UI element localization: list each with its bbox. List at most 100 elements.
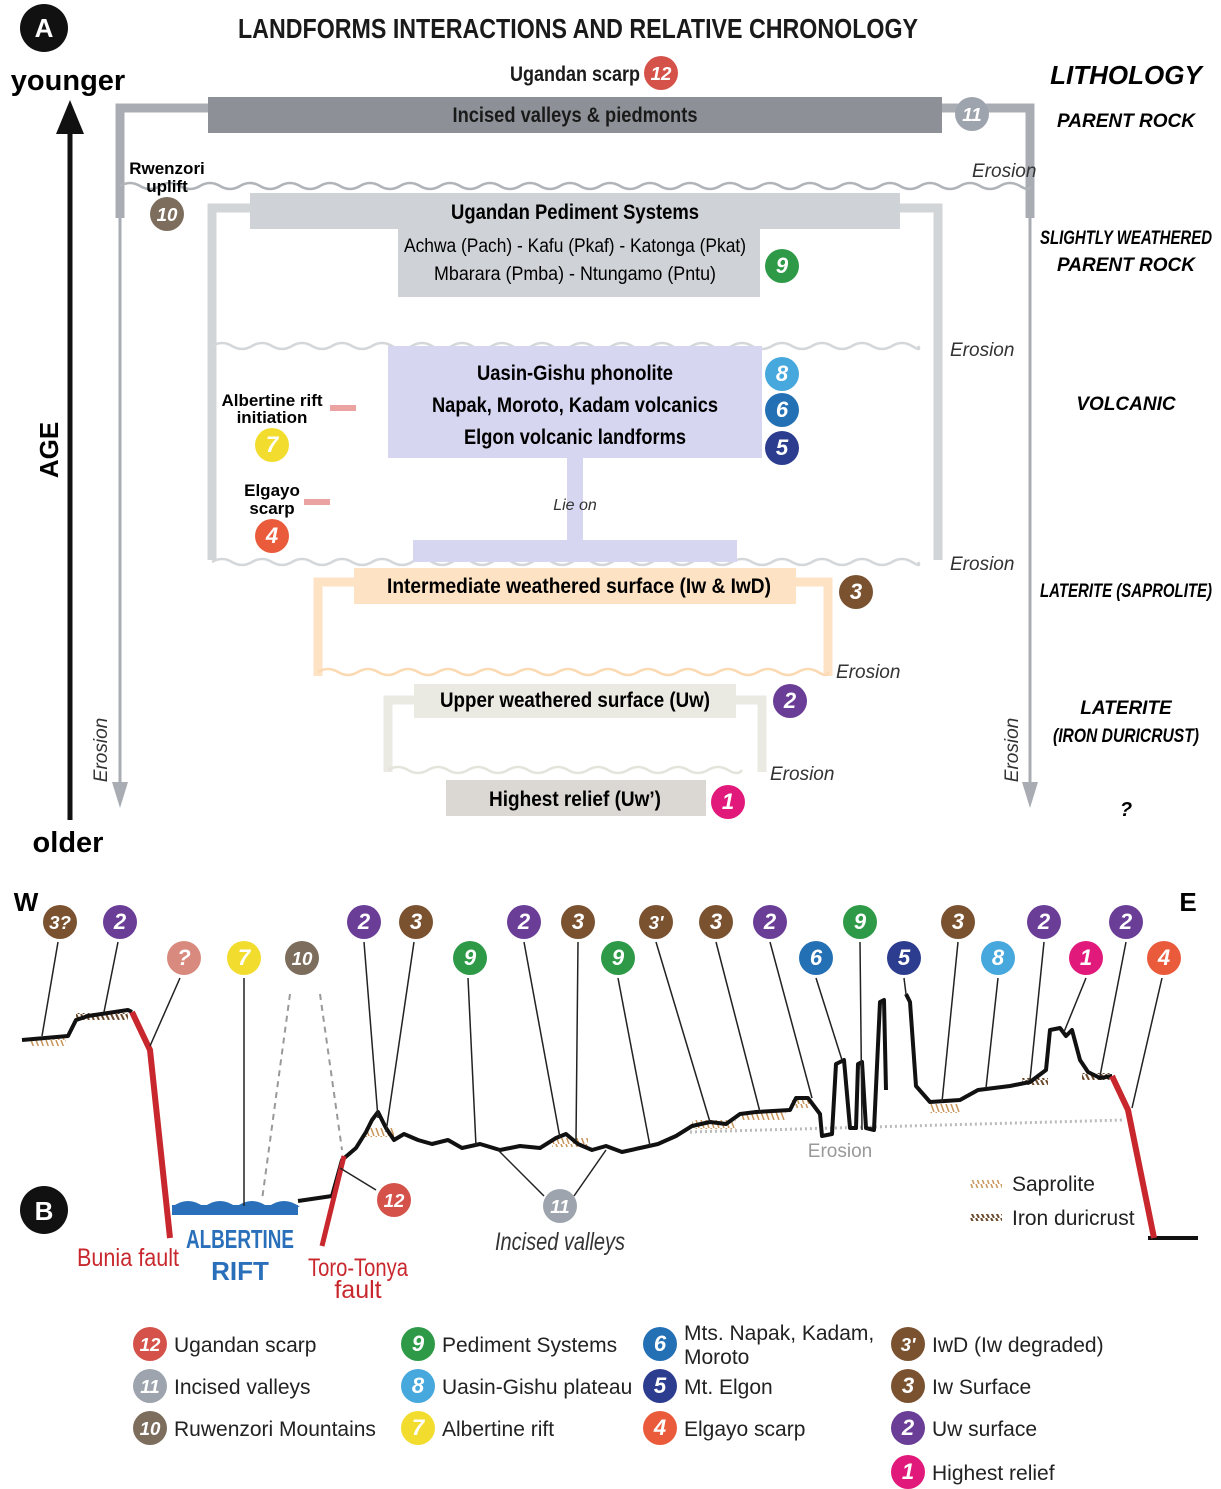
badge-number: 6 (810, 945, 823, 970)
badge-number: 12 (651, 63, 672, 84)
toro-fault-line (319, 1155, 347, 1247)
erosion-label-upper: Erosion (770, 764, 834, 785)
badge-number: 11 (550, 1196, 569, 1217)
badge-number: 2 (783, 688, 797, 713)
badge-circle (133, 1369, 167, 1403)
badge-5: 5 (887, 941, 921, 975)
legend-label: Ugandan scarp (174, 1334, 316, 1357)
badge-circle (401, 1411, 435, 1445)
erosion-baseline (689, 1118, 1125, 1134)
badge-2: 2 (507, 905, 541, 939)
upper-box (414, 684, 736, 718)
intermediate-frame (313, 577, 833, 677)
badge-number: 10 (157, 204, 178, 225)
volcanic-line-3: Elgon volcanic landforms (464, 426, 686, 449)
saprolite-patch (552, 1138, 588, 1147)
toro-fault-label-2: fault (334, 1276, 381, 1304)
badge-number: 9 (854, 909, 867, 934)
badge-5: 5 (643, 1369, 677, 1403)
legend-label: Highest relief (932, 1462, 1055, 1485)
badge-circle (955, 97, 989, 131)
badge-circle (167, 941, 201, 975)
badge-number: 9 (776, 253, 789, 278)
badge-circle (941, 905, 975, 939)
badge-number: 3' (901, 1334, 916, 1355)
legend-label: Pediment Systems (442, 1334, 617, 1357)
badge-circle (601, 941, 635, 975)
legend-label: Albertine rift (442, 1418, 554, 1441)
badge-2: 2 (103, 905, 137, 939)
duricrust-patch (76, 1013, 128, 1020)
badge-9: 9 (601, 941, 635, 975)
badge-number: 12 (384, 1190, 405, 1211)
legend-label: IwD (Iw degraded) (932, 1334, 1104, 1357)
saprolite-patch (930, 1104, 960, 1113)
badge-number: 2 (1119, 909, 1133, 934)
duricrust-swatch (970, 1214, 1002, 1221)
age-older-label: older (33, 827, 104, 859)
badge-4: 4 (643, 1411, 677, 1445)
lithology-header: LITHOLOGY (1050, 60, 1204, 90)
badge-1: 1 (891, 1455, 925, 1489)
saprolite-legend-label: Saprolite (1012, 1173, 1095, 1196)
age-axis-label: AGE (34, 422, 64, 478)
panel-a: A LANDFORMS INTERACTIONS AND RELATIVE CH… (11, 4, 1212, 859)
badge-12: 12 (133, 1327, 167, 1361)
saprolite-patch (790, 1100, 810, 1108)
badge-3: 3 (891, 1369, 925, 1403)
badge-8: 8 (981, 941, 1015, 975)
badge-circle (699, 905, 733, 939)
intermediate-box (354, 568, 796, 604)
badge-circle (799, 941, 833, 975)
badge-2: 2 (1027, 905, 1061, 939)
badge-circle (891, 1327, 925, 1361)
badge-11: 11 (133, 1369, 167, 1403)
incised-valleys-box (208, 97, 942, 133)
badge-circle (753, 905, 787, 939)
badge-number: 7 (412, 1415, 426, 1440)
albertine-label-1: Albertine rift (221, 391, 322, 410)
badge-3: 3 (399, 905, 433, 939)
badge-6: 6 (643, 1327, 677, 1361)
albertine-tick (330, 405, 356, 411)
badge-circle (255, 519, 289, 553)
badge-circle (639, 905, 673, 939)
badge-8: 8 (765, 357, 799, 391)
badge-circle (399, 905, 433, 939)
lith-volcanic: VOLCANIC (1076, 394, 1176, 415)
badge-circle (347, 905, 381, 939)
highest-box (446, 780, 706, 816)
badge-2: 2 (1109, 905, 1143, 939)
legend-label: Uw surface (932, 1418, 1037, 1441)
badge-number: 3? (49, 912, 71, 933)
rwenzori-label-2: uplift (146, 177, 188, 196)
lithology-column: LITHOLOGY PARENT ROCK SLIGHTLY WEATHERED… (1040, 60, 1212, 821)
panel-a-title: LANDFORMS INTERACTIONS AND RELATIVE CHRO… (238, 13, 918, 44)
albertine-rift-water (172, 1201, 300, 1215)
badge-number: 3 (410, 909, 423, 934)
volcanic-line-2: Napak, Moroto, Kadam volcanics (432, 394, 718, 417)
badge-number: 4 (1157, 945, 1170, 970)
badge-8: 8 (401, 1369, 435, 1403)
badge-number: 2 (517, 909, 531, 934)
legend-label: Mts. Napak, Kadam,Moroto (684, 1322, 874, 1369)
badge-number: 5 (776, 435, 789, 460)
badge-number: 8 (412, 1373, 425, 1398)
badge-12: 12 (377, 1183, 411, 1217)
elgayo-tick (304, 499, 330, 505)
badge-1: 1 (711, 785, 745, 819)
badge-circle (891, 1369, 925, 1403)
badge-10: 10 (285, 941, 319, 975)
badge-circle (1027, 905, 1061, 939)
topographic-profile (21, 993, 1113, 1203)
badge-circle (643, 1327, 677, 1361)
badge-number: 2 (113, 909, 127, 934)
badge-number: 8 (776, 361, 789, 386)
legend-label: Ruwenzori Mountains (174, 1418, 376, 1441)
badge-number: ? (177, 945, 191, 970)
badge-circle (643, 1411, 677, 1445)
bunia-fault-label: Bunia fault (77, 1244, 179, 1272)
badge-circle (401, 1369, 435, 1403)
